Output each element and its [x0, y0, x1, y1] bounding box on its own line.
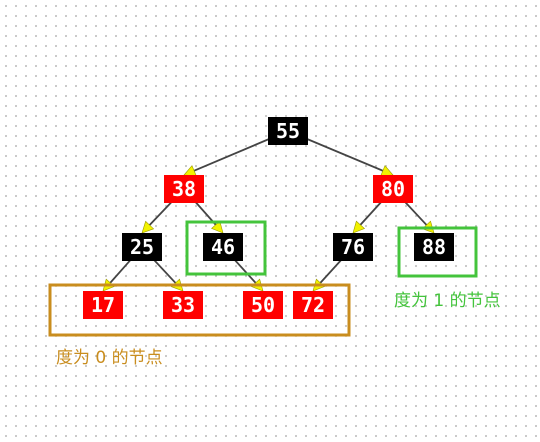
node-box: [122, 233, 162, 261]
node-label: 76: [341, 235, 365, 259]
node-label: 17: [91, 293, 115, 317]
degree-one-label: 度为 1 的节点: [394, 291, 501, 311]
node-box: [203, 233, 243, 261]
tree-node-33: 33: [163, 291, 203, 319]
degree-one-box-46: [185, 220, 267, 276]
tree-node-55: 55: [268, 117, 308, 145]
node-box: [333, 233, 373, 261]
arrowhead-n25: [141, 220, 155, 234]
node-label: 88: [422, 235, 446, 259]
tree-node-80: 80: [373, 175, 413, 203]
tree-node-50: 50: [243, 291, 283, 319]
node-box: [293, 291, 333, 319]
arrowhead-n76: [352, 220, 366, 234]
arrowhead-n46: [211, 220, 224, 234]
node-label: 25: [130, 235, 154, 259]
degree-one-box-88: [397, 226, 478, 278]
node-label: 33: [171, 293, 195, 317]
node-label: 38: [172, 177, 196, 201]
degree-zero-label: 度为 0 的节点: [56, 348, 163, 368]
tree-node-38: 38: [164, 175, 204, 203]
node-box: [83, 291, 123, 319]
tree-node-17: 17: [83, 291, 123, 319]
node-box: [243, 291, 283, 319]
node-label: 55: [276, 119, 300, 143]
node-box: [373, 175, 413, 203]
tree-node-72: 72: [293, 291, 333, 319]
tree-node-25: 25: [122, 233, 162, 261]
tree-node-76: 76: [333, 233, 373, 261]
tree-edges: [104, 130, 432, 289]
degree-zero-box: [48, 283, 351, 337]
node-label: 46: [211, 235, 235, 259]
arrowhead-n80: [380, 165, 394, 177]
node-label: 50: [251, 293, 275, 317]
node-box: [268, 117, 308, 145]
node-box: [414, 233, 454, 261]
node-box: [163, 291, 203, 319]
node-label: 80: [381, 177, 405, 201]
arrowhead-n38: [183, 165, 197, 177]
node-label: 72: [301, 293, 325, 317]
node-box: [164, 175, 204, 203]
tree-node-88: 88: [414, 233, 454, 261]
tree-nodes: 55 38 80 25 46 76 88 17 33 50 72: [83, 117, 454, 319]
tree-node-46: 46: [203, 233, 243, 261]
